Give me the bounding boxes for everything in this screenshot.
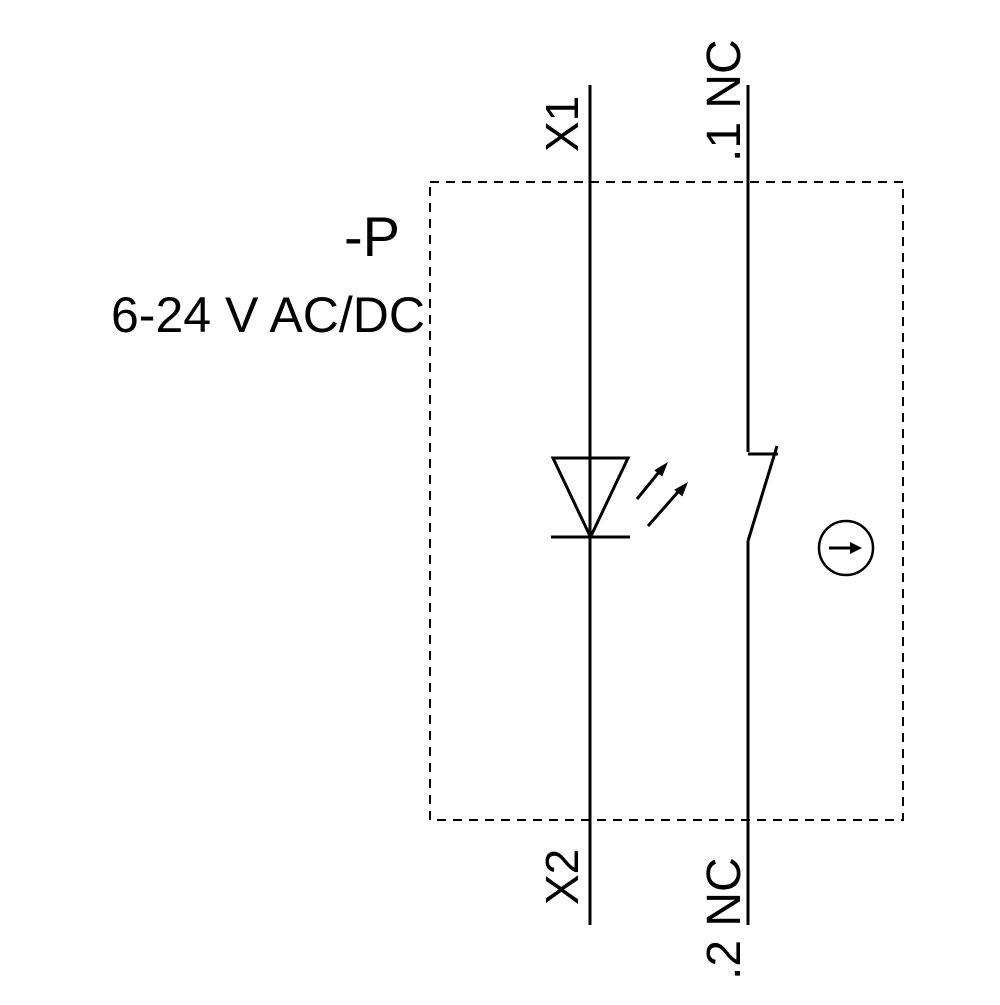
light-arrow-2-shaft <box>646 491 680 527</box>
light-emission-arrows-icon <box>635 462 688 527</box>
terminal-label-nc1: .1 NC <box>698 39 751 162</box>
led-triangle <box>550 456 631 541</box>
component-boundary-box <box>429 181 904 821</box>
actuator-arrow-head <box>850 542 862 554</box>
nc-contact-icon <box>746 445 779 542</box>
light-arrow-1-head <box>654 462 668 477</box>
voltage-rating-label: 6-24 V AC/DC <box>111 287 425 343</box>
terminal-label-nc2: .2 NC <box>698 857 751 980</box>
light-arrow-2-head <box>674 482 688 497</box>
light-arrow-1-shaft <box>635 471 661 500</box>
nc-contact-blade <box>746 445 779 542</box>
terminal-label-x2: X2 <box>536 849 588 905</box>
led-icon <box>550 456 631 541</box>
actuator-icon <box>817 519 875 577</box>
actuator-circle <box>817 519 875 577</box>
component-ref-label: -P <box>344 205 400 268</box>
terminal-label-x1: X1 <box>536 96 588 152</box>
